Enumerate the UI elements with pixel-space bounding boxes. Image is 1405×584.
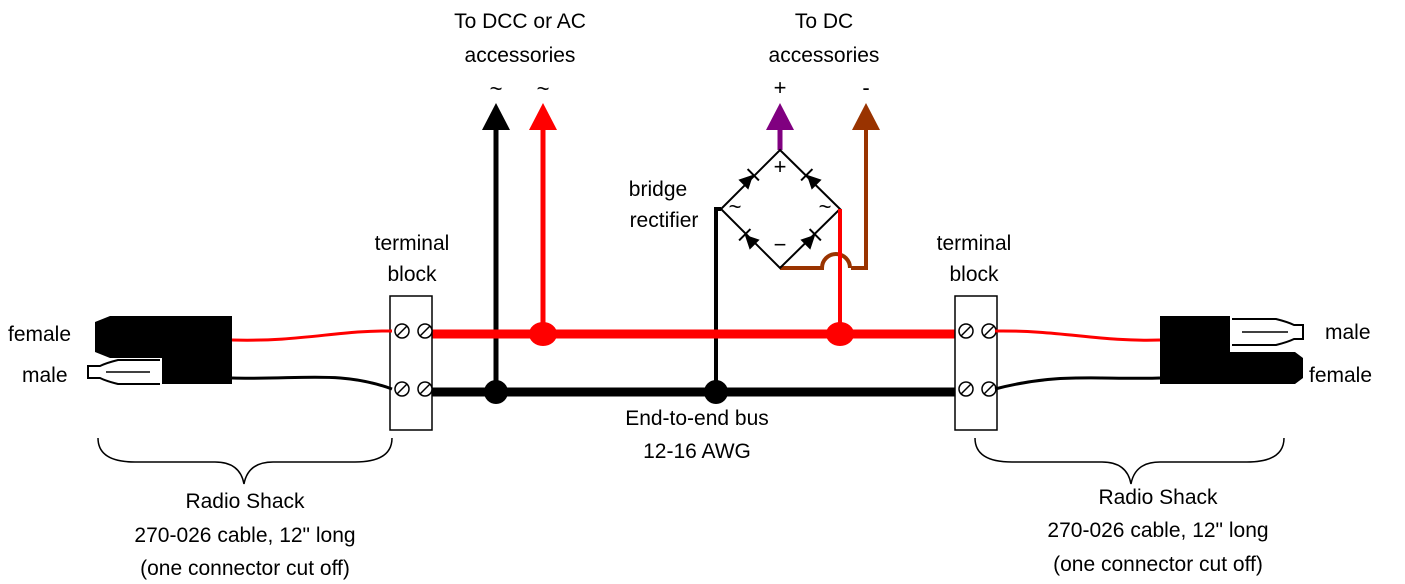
left-female-label: female <box>8 323 71 346</box>
bridge-label-line2: rectifier <box>630 209 699 232</box>
terminal-left-label-line2: block <box>387 263 437 286</box>
terminal-right-label-line2: block <box>949 263 999 286</box>
junction-dot-black-2 <box>704 380 728 404</box>
terminal-right-label-line1: terminal <box>937 232 1012 255</box>
dc-negative-wire <box>851 128 868 270</box>
bridge-diode-lower-left <box>738 228 760 250</box>
bridge-ac-black-wire <box>714 207 721 392</box>
terminal-screws-left <box>394 323 433 397</box>
dc-label-line1: To DC <box>795 10 853 33</box>
right-female-label: female <box>1309 364 1372 387</box>
right-male-label: male <box>1325 321 1371 344</box>
left-connector-body <box>95 316 232 384</box>
right-cable-black-wire <box>994 376 1161 391</box>
terminal-block-right <box>954 295 998 431</box>
cable-right-caption-line3: (one connector cut off) <box>1053 553 1263 576</box>
dc-plus-label: + <box>774 75 787 100</box>
bridge-minus-symbol: − <box>774 232 787 257</box>
right-connector-body <box>1160 316 1303 384</box>
left-cable-black-wire <box>231 375 393 391</box>
dc-positive-arrow <box>766 103 794 130</box>
right-cable-brace <box>974 437 1285 485</box>
junction-dot-black-1 <box>484 380 508 404</box>
bridge-ac-right-symbol: ~ <box>819 194 832 219</box>
bus-label-line2: 12-16 AWG <box>643 440 751 463</box>
dcc-arrow-black <box>482 103 510 130</box>
bridge-rectifier-diamond <box>719 148 842 270</box>
right-cable-red-wire <box>994 329 1161 342</box>
left-male-label: male <box>22 364 68 387</box>
dcc-arrow-red <box>529 103 557 130</box>
cable-left-caption-line2: 270-026 cable, 12" long <box>134 524 355 547</box>
bridge-negative-wire <box>780 252 852 270</box>
left-cable-brace <box>97 437 393 485</box>
cable-left-caption-line1: Radio Shack <box>185 490 305 513</box>
terminal-block-left <box>389 295 433 431</box>
cable-left-caption-line3: (one connector cut off) <box>140 557 350 580</box>
dcc-tilde-black: ~ <box>490 76 503 101</box>
bus-label-line1: End-to-end bus <box>625 407 769 430</box>
bridge-plus-symbol: + <box>774 154 787 179</box>
dcc-tilde-red: ~ <box>537 76 550 101</box>
junction-dot-red-1 <box>529 322 557 346</box>
cable-right-caption-line2: 270-026 cable, 12" long <box>1047 519 1268 542</box>
bridge-diode-upper-left <box>738 168 760 190</box>
dc-minus-label: - <box>862 75 869 100</box>
bridge-ac-left-symbol: ~ <box>729 194 742 219</box>
dcc-ac-label-line2: accessories <box>465 44 576 67</box>
dcc-ac-label-line1: To DCC or AC <box>454 10 586 33</box>
junction-dot-red-2 <box>826 322 854 346</box>
bridge-label-line1: bridge <box>629 178 687 201</box>
dc-negative-arrow <box>852 103 880 130</box>
terminal-left-label-line1: terminal <box>375 232 450 255</box>
cable-right-caption-line1: Radio Shack <box>1098 486 1218 509</box>
dc-label-line2: accessories <box>769 44 880 67</box>
left-cable-red-wire <box>231 329 393 342</box>
